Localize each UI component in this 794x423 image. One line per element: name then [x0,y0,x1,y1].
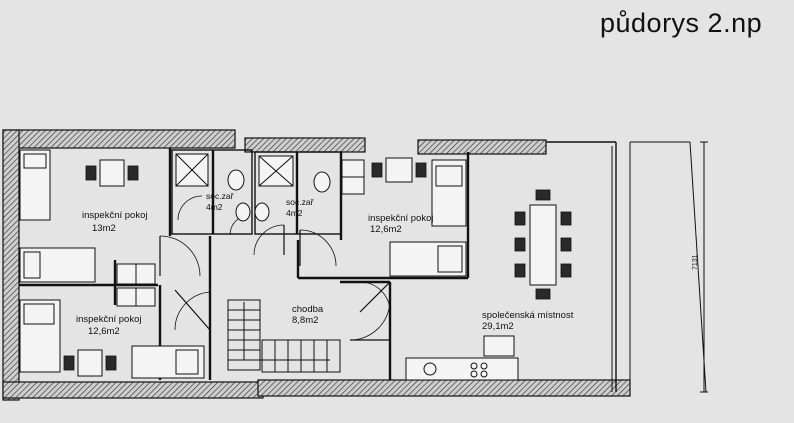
stair-icon [227,299,341,373]
chair-icon [371,162,383,178]
room-area: 4m2 [286,208,303,218]
chair-icon [535,189,551,201]
table-icon [529,204,557,286]
room-name: inspekční pokoj [368,213,433,224]
room-area: 13m2 [92,223,116,234]
chair-icon [560,211,572,226]
room-name: inspekční pokoj [82,210,147,221]
plan-title: půdorys 2.np [600,8,763,38]
chair-icon [63,355,75,371]
table-icon [77,349,103,377]
chair-icon [514,263,526,278]
dimension-line: 7131 [692,141,708,393]
room-name: soc.zař [206,191,234,201]
chair-icon [415,162,427,178]
sink-icon [254,202,270,222]
table-icon [385,157,413,183]
kitchen-counter-icon [405,357,519,381]
toilet-icon [313,171,331,193]
room-area: 12,6m2 [370,224,402,235]
room-name: soc.zař [286,197,314,207]
chair-icon [535,288,551,300]
chair-icon [514,237,526,252]
chair-icon [127,165,139,181]
room-name: chodba [292,304,324,315]
room-labels: inspekční pokoj 13m2 soc.zař 4m2 soc.zař… [76,191,574,337]
room-name: inspekční pokoj [76,314,141,325]
room-area: 12,6m2 [88,326,120,337]
sink-icon [235,202,251,222]
chair-icon [560,263,572,278]
wardrobe-icon [116,159,365,307]
bathroom-fixtures [175,153,331,222]
exterior-walls [2,129,707,401]
chair-icon [105,355,117,371]
bedroom-upper-left-furniture [19,149,139,283]
bedroom-upper-right-furniture [371,157,467,277]
chair-icon [514,211,526,226]
dimension-text: 7131 [692,254,699,270]
room-area: 29,1m2 [482,321,514,332]
chair-icon [85,165,97,181]
room-name: společenská místnost [482,310,574,321]
chair-icon [560,237,572,252]
bedroom-lower-left-furniture [19,299,205,379]
room-area: 8,8m2 [292,315,318,326]
interior-walls [19,148,470,380]
room-area: 4m2 [206,202,223,212]
door-swing-icon [159,195,391,341]
toilet-icon [227,169,245,191]
common-room-furniture [405,189,572,381]
table-icon [99,159,125,187]
